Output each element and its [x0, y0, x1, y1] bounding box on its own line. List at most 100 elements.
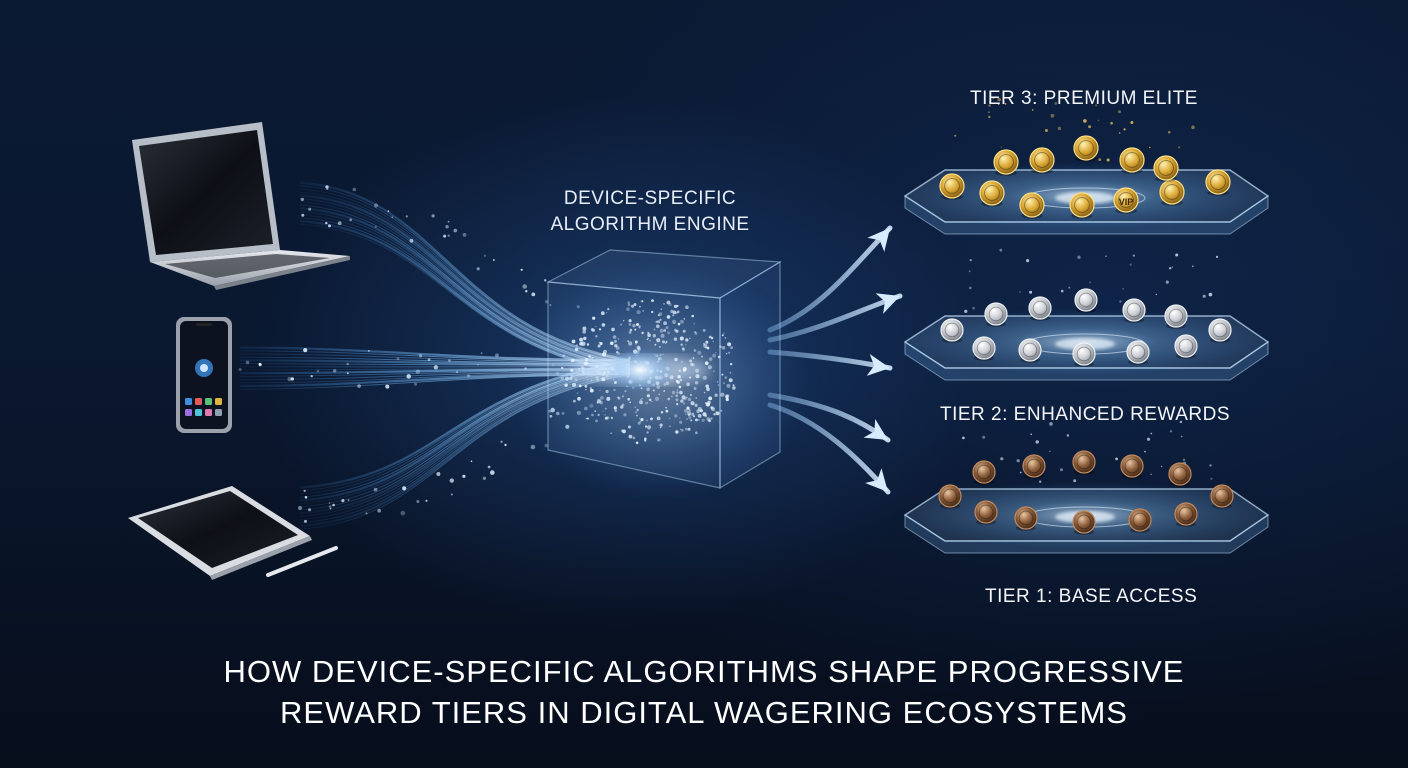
stream-particle [308, 508, 312, 512]
neural-node [679, 378, 682, 382]
neural-node [656, 416, 661, 421]
neural-node [627, 397, 630, 401]
reward-coin [938, 484, 962, 509]
neural-node [701, 418, 705, 422]
stream-particle [304, 519, 307, 523]
neural-node [584, 357, 589, 362]
stream-particle [308, 207, 312, 211]
stream-particle [373, 487, 378, 492]
neural-node [724, 394, 730, 399]
stream-particle [325, 185, 329, 189]
neural-node [694, 381, 699, 385]
neural-node [583, 361, 588, 366]
stream-particle [425, 499, 428, 502]
neural-node [616, 346, 620, 350]
neural-node [591, 413, 594, 417]
neural-node [675, 379, 679, 383]
neural-node [586, 371, 588, 373]
arrow-head [865, 468, 888, 492]
neural-node [719, 345, 722, 348]
neural-node [576, 410, 581, 415]
arrow-head [863, 419, 888, 440]
reward-coin [1072, 510, 1096, 535]
neural-node [691, 314, 694, 318]
neural-node [601, 377, 606, 382]
neural-node [616, 351, 619, 354]
neural-node [685, 344, 687, 346]
neural-node [628, 434, 633, 439]
reward-coin [1072, 450, 1096, 475]
reward-coin [1069, 192, 1095, 219]
stream-particle [387, 210, 390, 213]
neural-node [703, 343, 708, 348]
neural-node [571, 339, 576, 344]
neural-node [732, 386, 736, 390]
stream-particle [405, 215, 408, 218]
neural-node [663, 329, 667, 332]
neural-node [676, 304, 679, 307]
neural-node [614, 409, 617, 412]
neural-node [729, 362, 733, 366]
neural-node [599, 389, 601, 391]
neural-node [699, 409, 703, 413]
neural-node [663, 303, 665, 305]
stream-particle [522, 284, 527, 289]
neural-node [596, 401, 599, 404]
neural-node [685, 338, 689, 342]
neural-node [628, 425, 631, 429]
neural-node [683, 402, 686, 405]
neural-node [677, 375, 681, 379]
stream-particle [316, 369, 320, 373]
stream-particle [329, 507, 332, 510]
stream-particle [448, 359, 451, 362]
stream-particle [477, 363, 479, 366]
neural-node [600, 311, 605, 316]
neural-node [720, 409, 723, 412]
neural-node [651, 299, 654, 302]
neural-node [682, 329, 686, 333]
neural-node [641, 300, 644, 302]
reward-coin [984, 302, 1008, 327]
stream-particle [436, 472, 441, 476]
neural-node [623, 413, 627, 417]
neural-node [565, 376, 570, 381]
neural-node [637, 421, 641, 425]
neural-node [657, 439, 659, 441]
reward-coin [1126, 340, 1150, 365]
neural-node [590, 380, 593, 382]
neural-node [662, 340, 665, 344]
neural-node [584, 406, 588, 411]
neural-node [685, 413, 687, 415]
neural-node [640, 418, 644, 422]
neural-node [682, 367, 687, 371]
neural-node [669, 417, 671, 420]
neural-node [638, 326, 641, 329]
neural-node [690, 401, 695, 406]
stream-particle [337, 221, 342, 226]
neural-node [596, 378, 599, 382]
neural-node [572, 382, 577, 387]
neural-node [707, 365, 712, 370]
stream-particle [431, 214, 435, 218]
neural-node [702, 328, 706, 332]
neural-node [680, 343, 683, 346]
stream-particle [349, 218, 353, 222]
neural-node [697, 414, 702, 418]
neural-node [671, 390, 676, 395]
neural-node [679, 417, 681, 419]
neural-node [578, 384, 582, 388]
neural-node [679, 428, 682, 430]
neural-node [726, 383, 731, 388]
neural-node [606, 396, 611, 401]
neural-node [634, 406, 636, 408]
neural-node [687, 413, 691, 417]
neural-node [646, 394, 651, 398]
neural-node [716, 381, 719, 383]
neural-node [684, 408, 688, 413]
tablet-icon [128, 486, 338, 580]
stream-particle [406, 374, 412, 379]
reward-coin [1168, 462, 1192, 487]
neural-node [634, 340, 638, 344]
neural-node [691, 412, 695, 416]
